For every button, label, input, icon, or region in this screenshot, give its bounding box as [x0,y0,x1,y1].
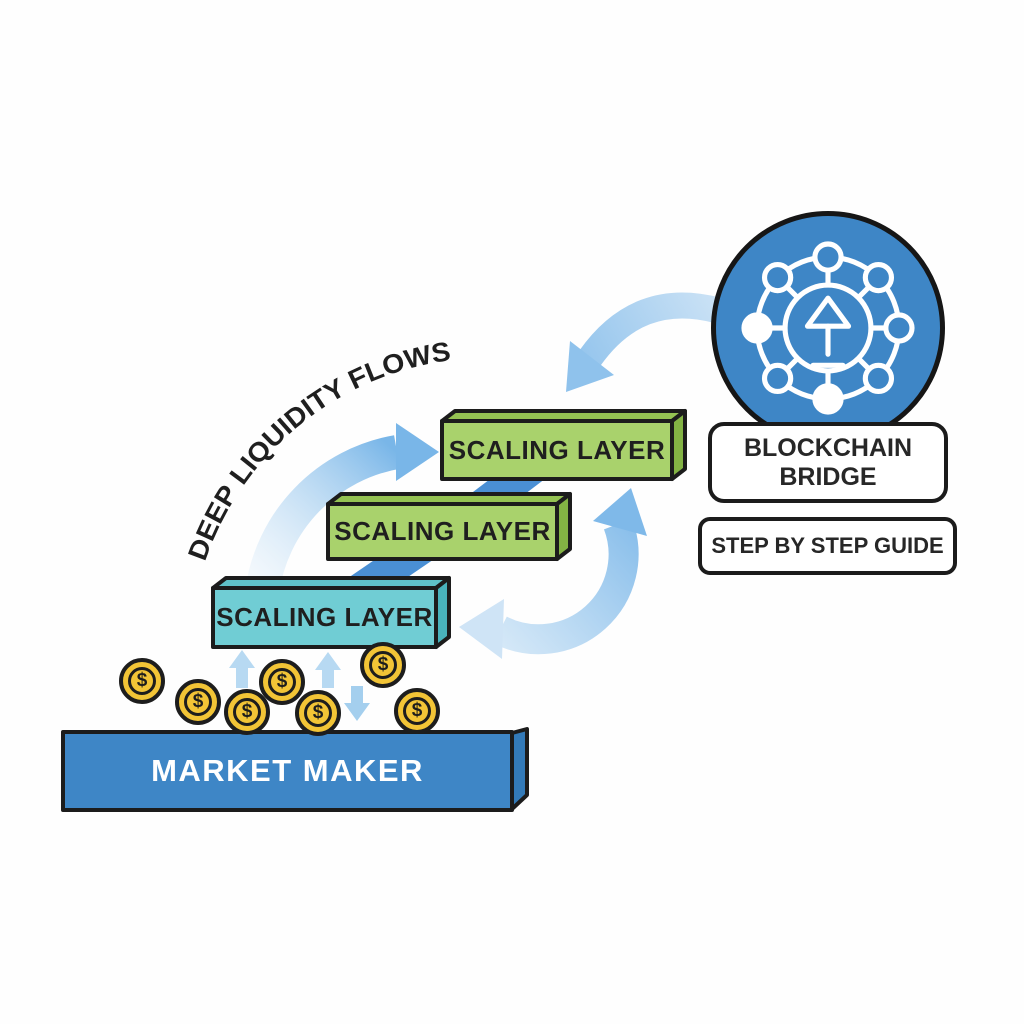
network-node-filled [812,383,844,415]
coin-symbol: $ [184,688,212,716]
bridge-to-layer-arrow [579,292,720,366]
up-down-arrows [229,650,370,721]
step-by-step-guide-title: STEP BY STEP GUIDE [698,517,957,575]
scaling-layer-boxes [211,409,687,649]
market-maker-box [61,727,529,812]
coin-symbol: $ [128,667,156,695]
network-node [862,261,895,294]
bidirectional-arrowhead-left [459,599,504,659]
layer-bottom-front-face [211,586,438,649]
down-arrow-icon [344,686,370,721]
dollar-coin-icon: $ [295,690,341,736]
bidirectional-arrow-curve [493,518,639,655]
liquidity-flow-arrow [245,435,401,595]
market-maker-front-face [61,730,514,812]
coin-symbol: $ [233,698,261,726]
coin-symbol: $ [304,699,332,727]
network-node [883,312,915,344]
market-maker-side-face [510,727,529,811]
network-node-filled [741,312,773,344]
dollar-coin-icon: $ [175,679,221,725]
flow-arrows [245,292,720,659]
dollar-coin-icon: $ [259,659,305,705]
blockchain-bridge-title: BLOCKCHAIN BRIDGE [708,422,948,503]
layer-top-front-face [440,419,674,481]
network-upload-icon [741,241,915,415]
layer-middle-front-face [326,502,559,561]
up-arrow-icon [229,650,255,688]
liquidity-flow-arrowhead [396,423,439,481]
coin-symbol: $ [403,697,431,725]
coin-symbol: $ [369,651,397,679]
dollar-coin-icon: $ [224,689,270,735]
up-arrow-icon [315,652,341,688]
bidirectional-arrowhead-up [593,488,647,536]
upload-arrow-icon [804,295,852,368]
scaling-layer-bottom-label: SCALING LAYER [216,602,433,632]
dollar-coin-icon: $ [394,688,440,734]
network-node [761,261,794,294]
scaling-layer-middle-label: SCALING LAYER [334,516,551,546]
network-node [862,362,895,395]
network-node [812,241,844,273]
network-node [761,362,794,395]
scaling-layer-top-label: SCALING LAYER [448,434,666,465]
bridge-to-layer-arrowhead [566,341,614,392]
blockchain-bridge-badge [711,211,945,445]
dollar-coin-icon: $ [360,642,406,688]
coin-symbol: $ [268,668,296,696]
market-maker-label: MARKET MAKER [151,753,424,788]
dollar-coin-icon: $ [119,658,165,704]
